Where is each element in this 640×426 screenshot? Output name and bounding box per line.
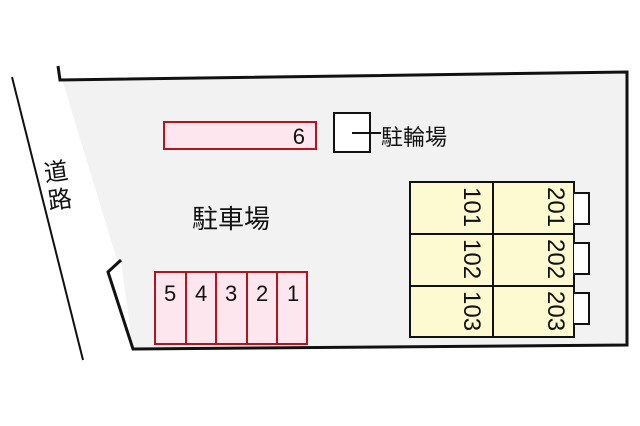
parking-lot-label: 駐車場 [192, 205, 271, 235]
parking-space-number: 5 [164, 281, 177, 306]
site-boundary-line [56, 65, 629, 351]
unit-201: 201 [492, 181, 575, 235]
bicycle-parking-label: 駐輪場 [381, 126, 448, 151]
apartment-building: 101 102 103 201 202 203 [409, 181, 575, 338]
road-label-char-2: 路 [46, 184, 74, 216]
unit-number: 202 [542, 239, 569, 280]
parking-space-2: 2 [246, 271, 278, 345]
road-label-char-1: 道 [42, 156, 70, 188]
parking-space-4: 4 [185, 271, 217, 345]
road-edge-line [11, 76, 84, 361]
unit-102: 102 [409, 233, 494, 287]
parking-space-5: 5 [154, 271, 187, 345]
balcony-203 [574, 292, 590, 325]
unit-number: 102 [458, 239, 485, 280]
unit-number: 201 [542, 187, 569, 228]
parking-space-number: 1 [287, 281, 300, 306]
balcony-202 [574, 242, 590, 275]
parking-space-number: 4 [195, 281, 208, 306]
unit-103: 103 [409, 285, 494, 338]
parking-space-6: 6 [163, 121, 317, 150]
balcony-201 [574, 192, 590, 225]
parking-space-number: 6 [292, 124, 305, 149]
unit-203: 203 [492, 285, 575, 338]
unit-101: 101 [409, 181, 494, 235]
parking-space-number: 2 [256, 281, 269, 306]
unit-number: 103 [458, 291, 485, 332]
unit-202: 202 [492, 233, 575, 287]
parking-space-1: 1 [276, 271, 308, 345]
parking-space-3: 3 [215, 271, 248, 345]
parking-space-number: 3 [225, 281, 238, 306]
unit-number: 101 [458, 187, 485, 228]
bicycle-parking-leader-line [352, 132, 381, 134]
unit-number: 203 [542, 291, 569, 332]
